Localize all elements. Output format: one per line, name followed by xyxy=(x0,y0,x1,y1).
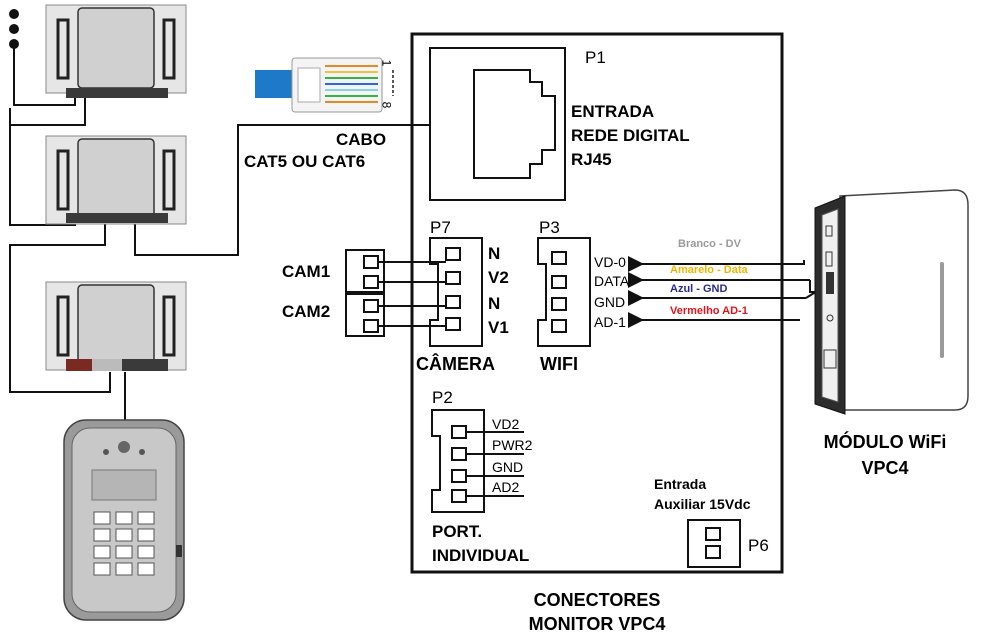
p7-label: P7 xyxy=(430,218,451,237)
interfone-module-icon xyxy=(45,4,187,98)
p2-pin-3: GND xyxy=(492,459,524,475)
p3-pin-1: VD-0 xyxy=(594,254,626,270)
power-dots xyxy=(9,9,19,49)
wifi-module-icon xyxy=(814,189,969,415)
p3-pin-3: GND xyxy=(594,294,626,310)
p3-pin-2: DATA xyxy=(594,273,630,289)
cable-pin-first: 1 xyxy=(379,59,394,67)
p2-pin-1: VD2 xyxy=(492,416,520,432)
p1-label: P1 xyxy=(585,48,606,67)
p2-pin-4: AD2 xyxy=(492,479,520,495)
p7-pin-4: V1 xyxy=(488,318,509,337)
interfone-module-icon xyxy=(45,135,187,225)
rj45-plug-icon xyxy=(255,57,394,113)
p7-pin-3: N xyxy=(488,294,501,313)
cable-label-line2: CAT5 OU CAT6 xyxy=(244,152,366,171)
wire-label-white: Branco - DV xyxy=(678,238,741,250)
cable-label-line1: CABO xyxy=(336,130,387,149)
port-individual-line1: PORT. xyxy=(432,522,483,541)
camera-label: CÂMERA xyxy=(416,354,495,374)
aux-input-line1: Entrada xyxy=(654,476,707,492)
wifi-label: WIFI xyxy=(540,354,578,374)
cam-wires xyxy=(378,261,446,327)
bus-wires xyxy=(9,48,430,420)
cam2-label: CAM2 xyxy=(282,302,331,321)
p2-pin-2: PWR2 xyxy=(492,437,533,453)
wire-label-blue: Azul - GND xyxy=(670,283,728,295)
p7-pin-1: N xyxy=(488,244,501,263)
p3-label: P3 xyxy=(539,218,560,237)
p2-wires xyxy=(466,431,524,497)
p3-pin-4: AD-1 xyxy=(594,314,626,330)
rj45-label-line1: ENTRADA xyxy=(571,102,655,121)
p2-label: P2 xyxy=(432,388,453,407)
p7-pin-2: V2 xyxy=(488,268,509,287)
aux-input-line2: Auxiliar 15Vdc xyxy=(654,496,751,512)
monitor-board xyxy=(410,32,784,574)
monitor-title-line1: CONECTORES xyxy=(533,590,661,610)
wire-label-yellow: Amarelo - Data xyxy=(670,264,748,276)
monitor-title-line2: MONITOR VPC4 xyxy=(528,614,666,634)
wire-label-red: Vermelho AD-1 xyxy=(670,305,748,317)
cable-pin-last: 8 xyxy=(379,101,394,109)
p6-label: P6 xyxy=(748,536,769,555)
p6-connector xyxy=(687,519,741,568)
wifi-module-title-line1: MÓDULO WiFi xyxy=(823,432,947,452)
rj45-label-line2: REDE DIGITAL xyxy=(571,126,690,145)
porteiro-keypad-icon xyxy=(63,419,185,621)
cam1-label: CAM1 xyxy=(282,262,331,281)
interfone-module-icon xyxy=(45,281,187,371)
wifi-module-title-line2: VPC4 xyxy=(861,458,909,478)
rj45-socket xyxy=(429,47,566,201)
rj45-label-line3: RJ45 xyxy=(571,150,612,169)
port-individual-line2: INDIVIDUAL xyxy=(432,546,530,565)
p7-connector xyxy=(429,237,483,347)
p3-connector xyxy=(537,237,591,347)
